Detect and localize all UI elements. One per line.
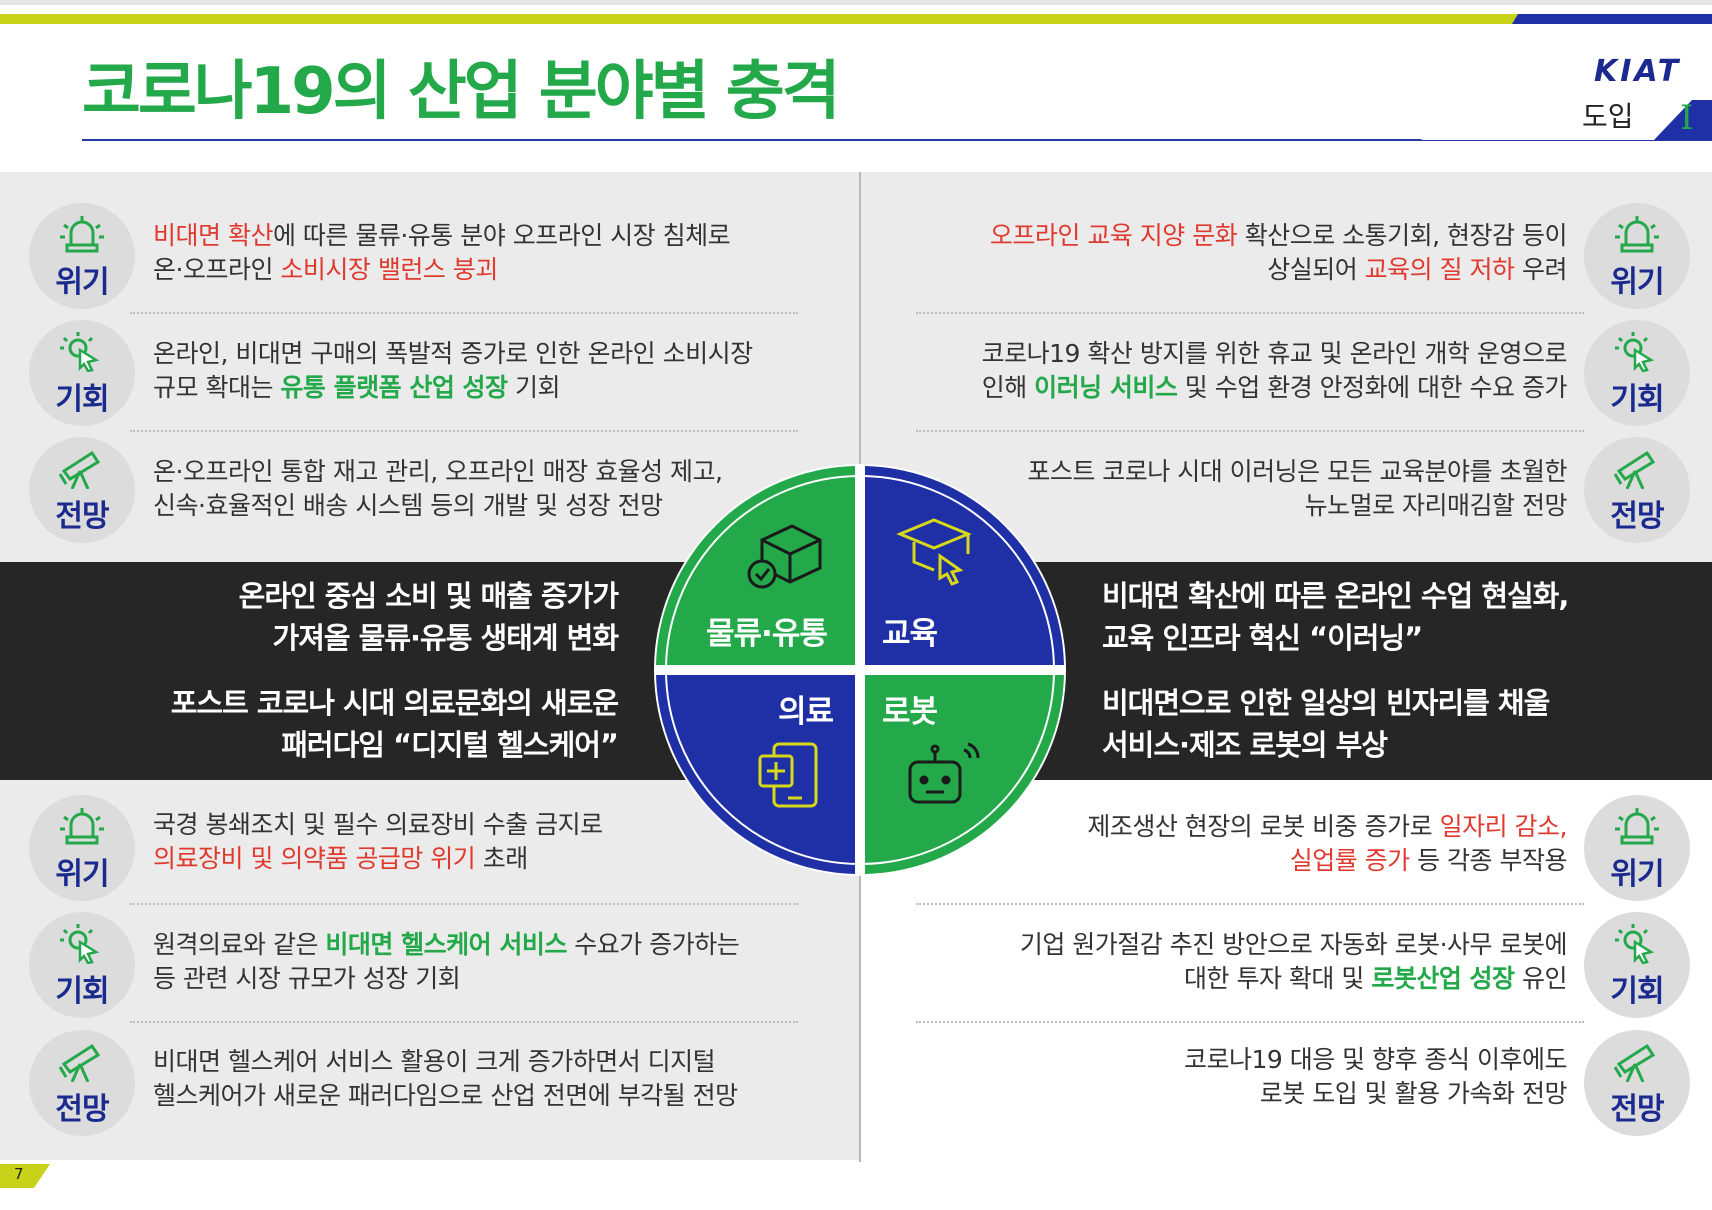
quadrant-robot bbox=[865, 675, 1064, 874]
click-sparkle-icon bbox=[1615, 332, 1655, 372]
section-label: 도입 bbox=[1582, 100, 1634, 133]
quadrant-label-medical: 의료 bbox=[778, 694, 834, 730]
tablet-medical-icon bbox=[758, 742, 818, 808]
header-color-bar bbox=[0, 14, 1712, 24]
page-number-tab bbox=[0, 1164, 50, 1188]
badge-outlook: 전망 bbox=[1584, 437, 1690, 543]
badge-opportunity: 기회 bbox=[29, 912, 135, 1018]
separator bbox=[916, 903, 1584, 905]
page-number: 7 bbox=[14, 1165, 24, 1183]
separator bbox=[916, 430, 1584, 432]
click-sparkle-icon bbox=[60, 924, 100, 964]
click-sparkle-icon bbox=[1615, 924, 1655, 964]
page-title: 코로나19의 산업 분야별 충격 bbox=[82, 55, 841, 129]
top-border bbox=[0, 0, 1712, 5]
badge-label: 전망 bbox=[55, 499, 109, 534]
medical-outlook-text: 비대면 헬스케어 서비스 활용이 크게 증가하면서 디지털 헬스케어가 새로운 … bbox=[153, 1047, 738, 1110]
band-robot-text: 비대면으로 인한 일상의 빈자리를 채울 서비스·제조 로봇의 부상 bbox=[1102, 686, 1550, 762]
graduation-cap-cursor-icon bbox=[896, 518, 972, 586]
medical-opportunity-text: 원격의료와 같은 비대면 헬스케어 서비스 수요가 증가하는 등 관련 시장 규… bbox=[153, 930, 740, 993]
package-check-icon bbox=[747, 524, 822, 589]
badge-label: 전망 bbox=[55, 1092, 109, 1127]
badge-outlook: 전망 bbox=[29, 437, 135, 543]
header-corner-shape bbox=[1420, 72, 1712, 140]
badge-label: 기회 bbox=[1610, 974, 1664, 1009]
education-crisis-text: 오프라인 교육 지양 문화 확산으로 소통기회, 현장감 등이 상실되어 교육의… bbox=[989, 221, 1568, 284]
band-logistics-text: 온라인 중심 소비 및 매출 증가가 가져올 물류·유통 생태계 변화 bbox=[238, 579, 619, 655]
quadrant-label-logistics: 물류·유통 bbox=[706, 616, 828, 652]
badge-outlook: 전망 bbox=[1584, 1030, 1690, 1136]
siren-icon bbox=[1615, 216, 1659, 253]
telescope-icon bbox=[1613, 450, 1656, 489]
click-sparkle-icon bbox=[60, 332, 100, 372]
quadrant-label-education: 교육 bbox=[882, 616, 938, 652]
badge-opportunity: 기회 bbox=[1584, 912, 1690, 1018]
badge-label: 전망 bbox=[1610, 499, 1664, 534]
separator bbox=[130, 430, 798, 432]
badge-label: 위기 bbox=[1610, 857, 1664, 892]
panel-logistics bbox=[0, 172, 860, 562]
separator bbox=[130, 903, 798, 905]
badge-label: 위기 bbox=[55, 265, 109, 300]
quadrant-education bbox=[865, 466, 1064, 665]
section-number: I bbox=[1680, 98, 1694, 138]
badge-label: 위기 bbox=[1610, 265, 1664, 300]
separator bbox=[130, 312, 798, 314]
separator bbox=[916, 312, 1584, 314]
badge-crisis: 위기 bbox=[1584, 203, 1690, 309]
band-medical-text: 포스트 코로나 시대 의료문화의 새로운 패러다임 “디지털 헬스케어” bbox=[170, 686, 619, 762]
education-opportunity-text: 코로나19 확산 방지를 위한 휴교 및 온라인 개학 운영으로 인해 이러닝 … bbox=[981, 339, 1568, 402]
telescope-icon bbox=[58, 1043, 101, 1082]
badge-label: 기회 bbox=[55, 974, 109, 1009]
badge-label: 기회 bbox=[1610, 382, 1664, 417]
medical-crisis-text: 국경 봉쇄조치 및 필수 의료장비 수출 금지로 의료장비 및 의약품 공급망 … bbox=[153, 810, 603, 873]
logistics-opportunity-text: 온라인, 비대면 구매의 폭발적 증가로 인한 온라인 소비시장 규모 확대는 … bbox=[153, 339, 753, 402]
badge-label: 전망 bbox=[1610, 1092, 1664, 1127]
separator bbox=[130, 1021, 798, 1023]
logistics-crisis-text: 비대면 확산에 따른 물류·유통 분야 오프라인 시장 침체로 온·오프라인 소… bbox=[153, 221, 731, 284]
badge-opportunity: 기회 bbox=[1584, 320, 1690, 426]
industry-quadrant-circle bbox=[654, 464, 1066, 876]
badge-crisis: 위기 bbox=[1584, 795, 1690, 901]
siren-icon bbox=[60, 216, 104, 253]
panel-education bbox=[860, 172, 1712, 562]
panel-robot bbox=[860, 780, 1712, 1160]
quadrant-medical bbox=[656, 675, 855, 874]
quadrant-label-robot: 로봇 bbox=[882, 694, 938, 730]
badge-outlook: 전망 bbox=[29, 1030, 135, 1136]
logistics-outlook-text: 온·오프라인 통합 재고 관리, 오프라인 매장 효율성 제고, 신속·효율적인… bbox=[153, 457, 723, 520]
telescope-icon bbox=[1613, 1043, 1656, 1082]
telescope-icon bbox=[58, 450, 101, 489]
badge-crisis: 위기 bbox=[29, 795, 135, 901]
badge-opportunity: 기회 bbox=[29, 320, 135, 426]
panel-medical bbox=[0, 780, 860, 1160]
education-outlook-text: 포스트 코로나 시대 이러닝은 모든 교육분야를 초월한 뉴노멀로 자리매김할 … bbox=[1027, 457, 1567, 520]
robot-crisis-text: 제조생산 현장의 로봇 비중 증가로 일자리 감소, 실업률 증가 등 각종 부… bbox=[1087, 812, 1567, 875]
kiat-logo: KIAT bbox=[1594, 54, 1682, 89]
siren-icon bbox=[60, 808, 104, 845]
robot-outlook-text: 코로나19 대응 및 향후 종식 이후에도 로봇 도입 및 활용 가속화 전망 bbox=[1183, 1045, 1568, 1108]
title-underline bbox=[82, 139, 1712, 141]
separator bbox=[916, 1021, 1584, 1023]
robot-opportunity-text: 기업 원가절감 추진 방안으로 자동화 로봇·사무 로봇에 대한 투자 확대 및… bbox=[1019, 930, 1568, 993]
badge-label: 기회 bbox=[55, 382, 109, 417]
robot-icon bbox=[908, 742, 980, 804]
badge-crisis: 위기 bbox=[29, 203, 135, 309]
band-education-text: 비대면 확산에 따른 온라인 수업 현실화, 교육 인프라 혁신 “이러닝” bbox=[1102, 579, 1569, 655]
badge-label: 위기 bbox=[55, 857, 109, 892]
siren-icon bbox=[1615, 808, 1659, 845]
